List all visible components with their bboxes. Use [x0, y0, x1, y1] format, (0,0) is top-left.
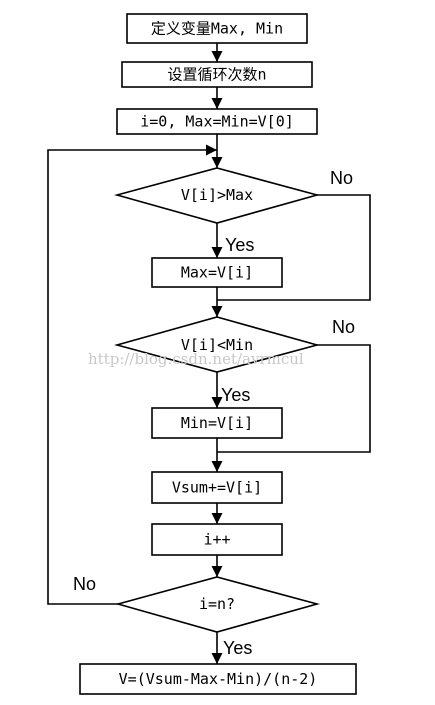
connectors: [47, 43, 371, 664]
label-min-yes: Yes: [221, 385, 250, 405]
label-end-yes: Yes: [223, 638, 252, 658]
set-loop-count-text: 设置循环次数n: [167, 66, 266, 84]
cond-min-text: V[i]<Min: [181, 336, 253, 354]
declare-vars-text: 定义变量Max, Min: [151, 20, 283, 38]
declare-vars-box: [126, 13, 308, 44]
cond-max-diamond: [113, 167, 321, 224]
label-min-no: No: [332, 317, 355, 337]
init-box: [116, 108, 318, 135]
watermark-text: http://blog.csdn.net/avrmcul: [88, 350, 304, 368]
edge-condmin-no: [217, 344, 371, 453]
accumulate-text: Vsum+=V[i]: [172, 479, 262, 497]
increment-box: [151, 523, 283, 556]
cond-end-text: i=n?: [199, 595, 235, 613]
result-text: V=(Vsum-Max-Min)/(n-2): [119, 670, 318, 688]
cond-max-text: V[i]>Max: [181, 186, 253, 204]
cond-min-diamond: [113, 316, 321, 373]
label-max-no: No: [330, 168, 353, 188]
edge-condend-no-loop: [47, 144, 217, 605]
set-loop-count-box: [121, 61, 313, 88]
init-text: i=0, Max=Min=V[0]: [140, 113, 294, 131]
assign-max-text: Max=V[i]: [181, 264, 253, 282]
assign-min-box: [151, 407, 283, 439]
assign-min-text: Min=V[i]: [181, 414, 253, 432]
assign-max-box: [151, 257, 283, 288]
accumulate-box: [151, 471, 283, 504]
label-max-yes: Yes: [225, 235, 254, 255]
edge-condmax-no: [217, 194, 371, 301]
cond-end-diamond: [115, 576, 321, 633]
increment-text: i++: [203, 531, 230, 549]
label-end-no: No: [73, 574, 96, 594]
result-box: [79, 663, 357, 695]
